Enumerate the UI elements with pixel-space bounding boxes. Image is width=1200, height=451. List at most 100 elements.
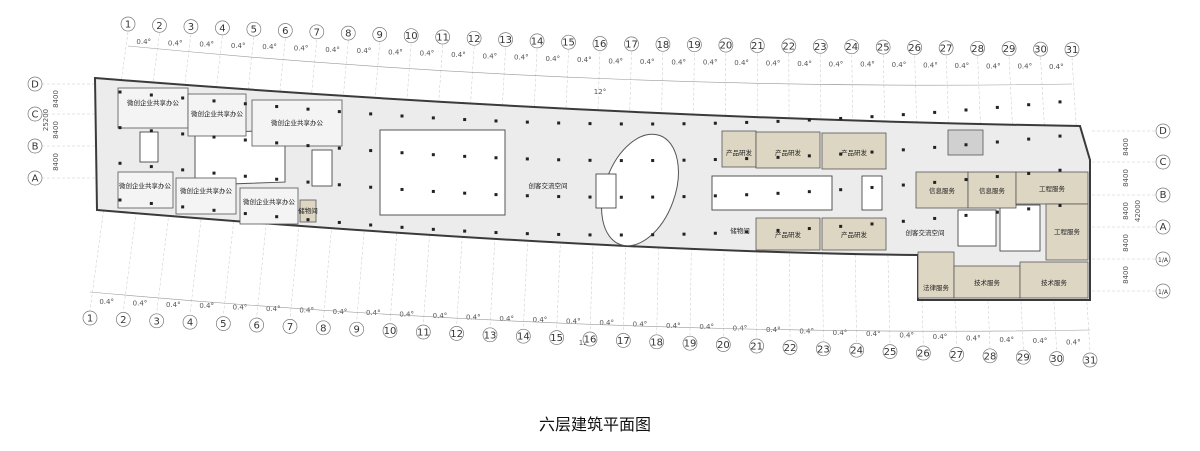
column-dot — [369, 112, 373, 116]
axis-bubble-top-18 — [655, 36, 671, 52]
axis-number-bottom-17: 17 — [617, 336, 630, 347]
axis-number-bottom-1: 1 — [87, 314, 93, 325]
axis-number-top-12: 12 — [468, 34, 481, 45]
column-dot — [275, 215, 279, 219]
axis-bubble-top-2 — [152, 17, 167, 33]
engineering-service-room-1: 工程服务 — [1015, 171, 1089, 205]
axis-bubble-top-22 — [781, 38, 797, 54]
column-dot — [1027, 171, 1031, 175]
spacing-label-bottom: 0.4° — [399, 311, 414, 319]
storage-room-left: 储物间 — [298, 199, 318, 223]
column-dot — [776, 228, 780, 232]
axis-bubble-top-4 — [215, 20, 230, 36]
column-dot — [619, 159, 623, 163]
spacing-label-bottom: 0.4° — [433, 312, 448, 320]
axis-bubble-bottom-19 — [682, 335, 698, 351]
maker-space-label-right: 创客交流空间 — [906, 228, 945, 237]
svg-text:微创企业共享办公: 微创企业共享办公 — [127, 98, 180, 107]
elevator-core-1 — [139, 131, 159, 163]
axis-letter-right: A — [1160, 222, 1167, 233]
column-dot — [870, 115, 874, 119]
product-rd-room-2: 产品研发 — [755, 131, 821, 169]
axis-bubble-top-6 — [277, 23, 293, 38]
column-dot — [243, 138, 247, 142]
spacing-label-top: 0.4° — [923, 62, 938, 70]
spacing-label-bottom: 0.4° — [1033, 337, 1048, 345]
axis-letter-left-B: B — [32, 142, 39, 153]
spacing-label-bottom: 0.4° — [499, 315, 514, 323]
column-dot — [1058, 100, 1062, 104]
dimension-arc-bottom — [89, 291, 1091, 332]
spacing-label-bottom: 0.4° — [699, 323, 714, 331]
spacing-label-bottom: 0.4° — [533, 316, 548, 324]
column-dot — [964, 213, 968, 217]
axis-bubble-bottom-18 — [649, 334, 665, 350]
column-dot — [243, 102, 247, 106]
column-dot — [995, 210, 999, 214]
elevator-core-5 — [957, 209, 997, 247]
column-dot — [337, 220, 341, 224]
column-dot — [1027, 207, 1031, 211]
svg-text:储物间: 储物间 — [730, 226, 750, 235]
column-dot — [275, 105, 279, 109]
svg-text:储物间: 储物间 — [298, 206, 318, 215]
axis-bubble-bottom-31 — [1082, 352, 1098, 368]
column-dot — [369, 223, 373, 227]
axis-line-13 — [489, 47, 506, 327]
axis-bubble-bottom-15 — [549, 330, 565, 345]
product-rd-room-5: 产品研发 — [821, 217, 887, 251]
axis-line-11 — [423, 44, 443, 325]
column-dot — [901, 148, 905, 152]
svg-text:工程服务: 工程服务 — [1039, 184, 1066, 193]
column-dot — [995, 105, 999, 109]
axis-number-top-19: 19 — [688, 40, 701, 51]
spacing-label-bottom: 0.4° — [999, 336, 1014, 344]
axis-bubble-top-13 — [498, 32, 513, 47]
column-dot — [807, 118, 811, 122]
axis-bubble-top-25 — [875, 39, 891, 55]
column-dot — [619, 122, 623, 126]
column-dot — [181, 168, 185, 172]
dimension-label-right: 42000 — [1134, 200, 1142, 222]
svg-text:产品研发: 产品研发 — [775, 148, 802, 157]
column-dot — [557, 158, 561, 162]
column-dot — [275, 177, 279, 181]
spacing-label-bottom: 0.4° — [899, 332, 914, 340]
column-dot — [651, 159, 655, 163]
svg-text:信息服务: 信息服务 — [929, 186, 956, 195]
dimension-label-left: 8400 — [52, 90, 60, 108]
column-dot — [149, 93, 153, 97]
spacing-label-top: 0.4° — [734, 59, 749, 67]
column-dot — [619, 233, 623, 237]
tech-service-room-1: 技术服务 — [953, 265, 1021, 299]
spacing-label-top: 0.4° — [892, 61, 907, 69]
axis-bubble-top-20 — [718, 37, 734, 53]
storage-room-center: 储物间 — [730, 226, 750, 235]
axis-bubble-top-5 — [246, 21, 262, 37]
axis-number-top-9: 9 — [377, 30, 383, 41]
spacing-label-top: 0.4° — [1017, 63, 1032, 71]
column-dot — [682, 122, 686, 126]
axis-number-top-14: 14 — [531, 36, 544, 47]
axis-letter-left-C: C — [32, 110, 39, 121]
column-dot — [964, 108, 968, 112]
elevator-core-2 — [311, 149, 333, 187]
axis-number-top-21: 21 — [751, 41, 764, 52]
axis-line-15 — [556, 50, 569, 330]
svg-text:微创企业共享办公: 微创企业共享办公 — [180, 186, 233, 195]
column-dot — [933, 110, 937, 114]
column-dot — [400, 114, 404, 118]
axis-number-bottom-24: 24 — [850, 346, 863, 357]
column-dot — [933, 145, 937, 149]
dimension-label-right: 8400 — [1122, 202, 1130, 220]
axis-number-bottom-10: 10 — [384, 326, 397, 337]
spacing-label-bottom: 0.4° — [933, 333, 948, 341]
axis-line-16 — [589, 51, 601, 332]
column-dot — [1058, 168, 1062, 172]
axis-number-top-30: 30 — [1034, 45, 1047, 56]
column-dot — [337, 183, 341, 187]
axis-bubble-top-23 — [812, 38, 828, 54]
axis-bubble-bottom-25 — [882, 344, 898, 359]
column-dot — [149, 165, 153, 169]
structural-columns — [118, 90, 1062, 237]
